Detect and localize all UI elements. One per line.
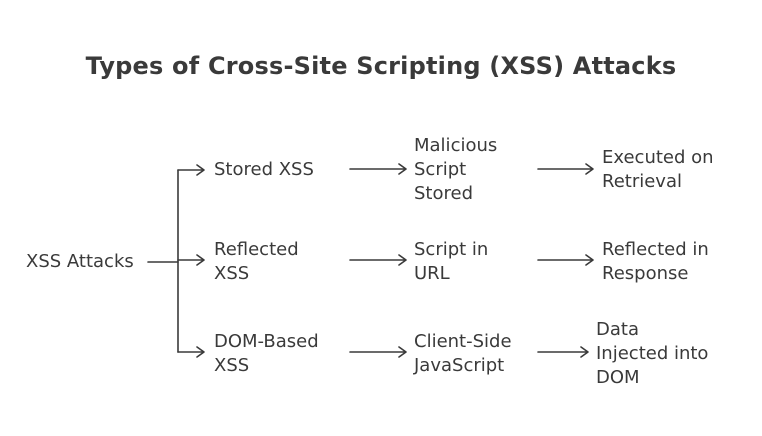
type-node-stored-xss: Stored XSS bbox=[214, 158, 314, 182]
arrow-to-reflected-xss bbox=[177, 254, 205, 266]
step-line: URL bbox=[414, 263, 450, 284]
arrow-reflected-step-to-result bbox=[537, 254, 594, 266]
arrow-dom-to-step bbox=[349, 346, 407, 358]
result-line: Reflected in bbox=[602, 239, 709, 260]
type-line: Reflected bbox=[214, 239, 299, 260]
type-line: XSS bbox=[214, 355, 250, 376]
step-line: JavaScript bbox=[414, 355, 505, 376]
result-line: Injected into bbox=[596, 343, 709, 364]
step-line: Script bbox=[414, 159, 467, 180]
type-line: Stored XSS bbox=[214, 159, 314, 180]
result-node-executed-on-retrieval: Executed on Retrieval bbox=[602, 146, 714, 194]
root-label: XSS Attacks bbox=[26, 251, 134, 272]
arrow-stored-step-to-result bbox=[537, 163, 594, 175]
type-line: XSS bbox=[214, 263, 250, 284]
diagram-title: Types of Cross-Site Scripting (XSS) Atta… bbox=[85, 52, 677, 80]
result-node-reflected-in-response: Reflected in Response bbox=[602, 238, 709, 286]
result-line: DOM bbox=[596, 367, 640, 388]
type-node-reflected-xss: Reflected XSS bbox=[214, 238, 299, 286]
step-node-malicious-script-stored: Malicious Script Stored bbox=[414, 134, 497, 206]
arrow-reflected-to-step bbox=[349, 254, 407, 266]
result-line: Retrieval bbox=[602, 171, 682, 192]
step-line: Client-Side bbox=[414, 331, 512, 352]
root-node-xss-attacks: XSS Attacks bbox=[26, 250, 134, 274]
arrow-stored-to-step bbox=[349, 163, 407, 175]
step-line: Malicious bbox=[414, 135, 498, 156]
arrow-to-stored-xss bbox=[177, 164, 205, 176]
type-line: DOM-Based bbox=[214, 331, 319, 352]
step-node-client-side-javascript: Client-Side JavaScript bbox=[414, 330, 512, 378]
step-line: Stored bbox=[414, 183, 474, 204]
arrow-dom-step-to-result bbox=[537, 346, 589, 358]
result-line: Executed on bbox=[602, 147, 714, 168]
step-line: Script in bbox=[414, 239, 489, 260]
result-line: Data bbox=[596, 319, 639, 340]
type-node-dom-based-xss: DOM-Based XSS bbox=[214, 330, 319, 378]
arrow-to-dom-based-xss bbox=[177, 346, 205, 358]
step-node-script-in-url: Script in URL bbox=[414, 238, 488, 286]
result-line: Response bbox=[602, 263, 689, 284]
result-node-data-injected-into-dom: Data Injected into DOM bbox=[596, 318, 708, 390]
